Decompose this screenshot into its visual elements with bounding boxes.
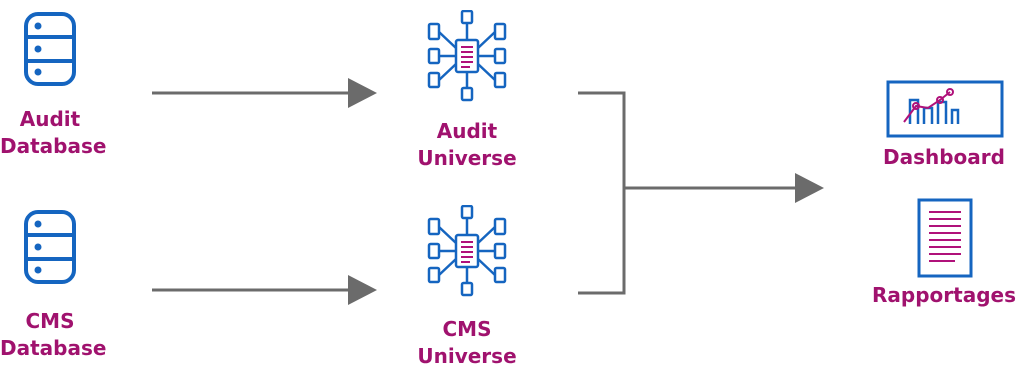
source-label-line1: CMS xyxy=(25,309,75,333)
output-label-dashboard: Dashboard xyxy=(883,145,1005,169)
arrowhead-audit xyxy=(348,78,377,108)
arrowhead-cms xyxy=(348,275,377,305)
output-label-rapportages: Rapportages xyxy=(872,283,1016,307)
report-document-icon xyxy=(917,198,973,283)
universe-label-cms: CMS Universe xyxy=(412,316,522,370)
dashboard-chart-icon xyxy=(886,80,1004,143)
database-icon xyxy=(22,10,78,93)
source-label-line2: Database xyxy=(0,336,107,360)
source-label-cms: CMS Database xyxy=(0,308,107,362)
arrowhead-outputs xyxy=(795,173,824,203)
network-hub-icon xyxy=(424,9,510,107)
source-label-line2: Database xyxy=(0,134,107,158)
universe-label-line2: Universe xyxy=(417,344,517,368)
universe-label-line1: CMS xyxy=(442,317,492,341)
merge-bracket xyxy=(578,91,626,295)
source-label-line1: Audit xyxy=(19,107,81,131)
universe-label-audit: Audit Universe xyxy=(412,118,522,172)
universe-label-line2: Universe xyxy=(417,146,517,170)
universe-label-line1: Audit xyxy=(436,119,498,143)
source-label-audit: Audit Database xyxy=(0,106,107,160)
network-hub-icon xyxy=(424,204,510,302)
database-icon xyxy=(22,208,78,291)
